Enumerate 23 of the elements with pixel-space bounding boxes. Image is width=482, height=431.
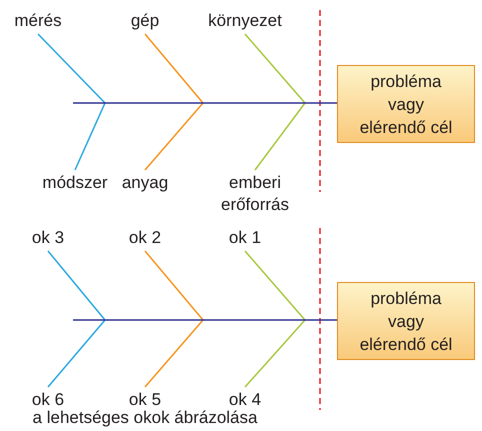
cause-label: ok 2	[120, 227, 170, 249]
branch-line	[244, 320, 306, 388]
branch-line	[74, 102, 106, 170]
branch-line	[144, 34, 204, 104]
branch-line	[144, 102, 204, 170]
cause-label: ok 3	[23, 227, 73, 249]
branch-line	[47, 320, 106, 388]
cause-label: mérés	[3, 10, 73, 32]
branch-line	[144, 250, 204, 320]
cause-label: környezet	[195, 10, 295, 32]
problem-box: probléma vagy elérendő cél	[337, 282, 475, 360]
spine-line	[73, 102, 337, 104]
cause-label: gép	[120, 10, 170, 32]
branch-line	[144, 320, 204, 388]
branch-line	[254, 102, 306, 170]
branch-line	[244, 34, 306, 104]
problem-box: probléma vagy elérendő cél	[337, 65, 475, 143]
branch-line	[37, 33, 106, 104]
branch-line	[244, 250, 306, 320]
cause-label: ok 1	[220, 227, 270, 249]
branch-line	[47, 250, 106, 320]
spine-line	[73, 319, 337, 321]
cause-label: emberi erőforrás	[212, 172, 298, 216]
